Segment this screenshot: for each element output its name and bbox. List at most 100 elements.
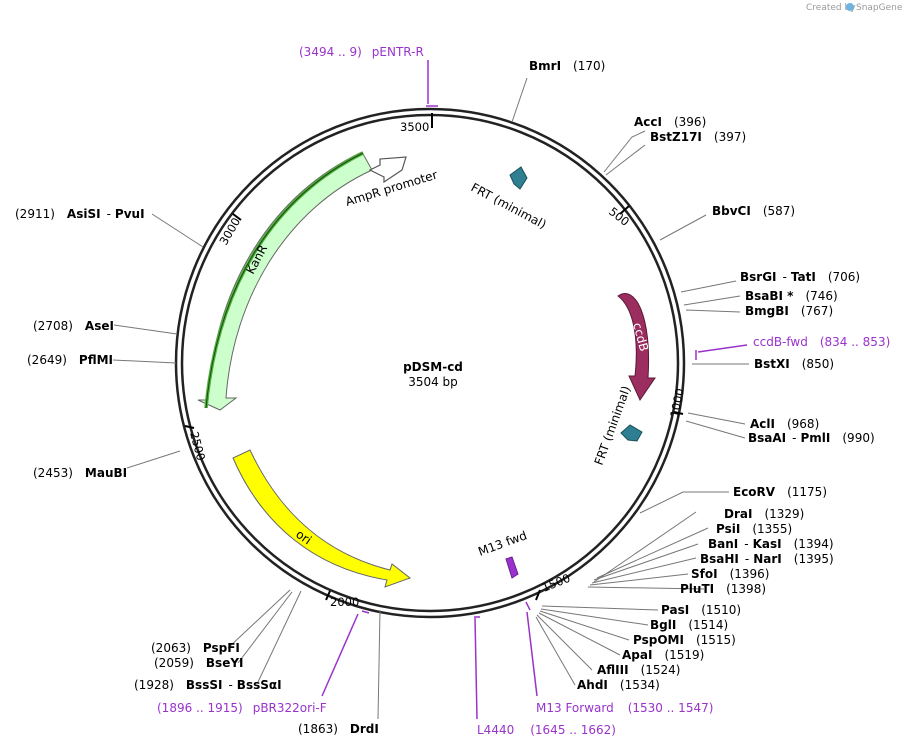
enzyme-name-2: PmlI [800, 431, 830, 445]
enzyme-pspfi: (2063)PspFI [151, 641, 240, 655]
enzyme-pos: (1395) [794, 552, 834, 566]
enzyme-name: ApaI [622, 648, 652, 662]
frt-right-label: FRT (minimal) [592, 384, 634, 467]
tick-label-2000: 2000 [330, 595, 359, 609]
m13-fwd-arrow [505, 556, 519, 579]
enzyme-bani-kasi: BanI-KasI(1394) [708, 537, 834, 551]
enzyme-name: BanI [708, 537, 738, 551]
enzyme-name: PflMI [79, 353, 113, 367]
enzyme-pos: (2708) [33, 319, 73, 333]
tick-2000 [325, 590, 331, 601]
enzyme-name-2: PvuI [115, 207, 145, 221]
enzyme-afliii: AflIII(1524) [597, 663, 680, 677]
plasmid-size: 3504 bp [408, 375, 458, 389]
enzyme-pos: (1394) [794, 537, 834, 551]
enzyme-name: BsaHI [700, 552, 739, 566]
enzyme-pos: (397) [714, 130, 746, 144]
enzyme-name: BstXI [754, 357, 790, 371]
frt-right-arrow [620, 424, 643, 442]
plasmid-name: pDSM-cd [403, 360, 463, 374]
enzyme-pspomi: PspOMI (1515) [633, 633, 736, 647]
enzyme-pos: (2059) [154, 656, 194, 670]
enzyme-name: PluTI [680, 582, 714, 596]
enzyme-pos: (850) [802, 357, 834, 371]
tick-label-3500: 3500 [400, 120, 429, 134]
enzyme-pos: (746) [805, 289, 837, 303]
enzyme-pos: (1175) [787, 485, 827, 499]
tick-500 [619, 205, 630, 215]
enzyme-bbvci: BbvCI(587) [712, 204, 795, 218]
enzyme-pos: (2453) [33, 466, 73, 480]
enzyme-psii: PsiI(1355) [716, 522, 792, 536]
tick-1500 [535, 589, 541, 601]
enzyme-pos: (1396) [730, 567, 770, 581]
primer-name: pBR322ori-F [253, 701, 327, 715]
enzyme-name: AseI [85, 319, 114, 333]
enzyme-bsabi: BsaBI *(746) [745, 289, 838, 303]
enzyme-name: MauBI [85, 466, 127, 480]
enzyme-pflmi: (2649)PflMI [27, 353, 113, 367]
primer-l4440: L4440(1645 .. 1662) [477, 723, 616, 737]
primer-marks [321, 60, 748, 720]
backbone-inner-ring [180, 113, 680, 613]
enzyme-pos: (1398) [726, 582, 766, 596]
enzyme-bseyi: (2059)BseYI [154, 656, 244, 670]
enzyme-pos: (706) [828, 270, 860, 284]
enzyme-name: BglI [650, 618, 676, 632]
enzyme-name: PspOMI [633, 633, 684, 647]
enzyme-name: SfoI [691, 567, 718, 581]
enzyme-name: BmrI [529, 59, 561, 73]
enzyme-pos: (1515) [696, 633, 736, 647]
enzyme-name: BmgBI [745, 304, 789, 318]
enzyme-bstz17i: BstZ17I(397) [650, 130, 746, 144]
enzyme-name-2: BssSαI [237, 678, 282, 692]
enzyme-name: BssSI [186, 678, 223, 692]
enzyme-bgli: BglI (1514) [650, 618, 728, 632]
enzyme-bsahi-nari: BsaHI-NarI(1395) [700, 552, 834, 566]
tick-marks [184, 113, 684, 601]
enzyme-pos: (767) [801, 304, 833, 318]
snapgene-credit: Created by SnapGene [806, 3, 903, 13]
ccdb-arrow [617, 293, 656, 402]
enzyme-pos: (1514) [688, 618, 728, 632]
snapgene-logo-icon [846, 3, 854, 11]
enzyme-bsrgi-tati: BsrGI-TatI(706) [740, 270, 860, 284]
tick-label-1500: 1500 [540, 571, 572, 595]
credit-text: Created by [806, 3, 856, 13]
frt-top-label: FRT (minimal) [469, 180, 549, 231]
enzyme-pos: (1534) [620, 678, 660, 692]
enzyme-acli: AclI(968) [750, 417, 819, 431]
enzyme-name-2: KasI [753, 537, 782, 551]
primer-name: M13 Forward [536, 701, 614, 715]
enzyme-bsaai-pmli: BsaAI-PmlI(990) [748, 431, 875, 445]
enzyme-pos: (990) [842, 431, 874, 445]
enzyme-name: PspFI [203, 641, 240, 655]
enzyme-name: BsrGI [740, 270, 777, 284]
enzyme-pos: (1510) [701, 603, 741, 617]
enzyme-pos: (1329) [764, 507, 804, 521]
enzyme-asisi-pvui: (2911)AsiSI-PvuI [15, 207, 145, 221]
enzyme-name: AflIII [597, 663, 629, 677]
enzyme-bstxi: BstXI (850) [754, 357, 834, 371]
tick-2500 [184, 425, 195, 429]
enzyme-name-2: TatI [791, 270, 816, 284]
enzyme-name: PasI [661, 603, 689, 617]
enzyme-name-2: NarI [753, 552, 782, 566]
enzyme-name: BbvCI [712, 204, 751, 218]
tick-label-1000: 1000 [667, 387, 687, 419]
enzyme-pos: (1863) [298, 722, 338, 736]
enzyme-pos: (968) [787, 417, 819, 431]
primer-name: L4440 [477, 723, 514, 737]
primer-range: (1896 .. 1915) [157, 701, 243, 715]
enzyme-ahdi: AhdI(1534) [577, 678, 660, 692]
enzyme-pasi: PasI (1510) [661, 603, 741, 617]
enzyme-pluti: PluTI (1398) [680, 582, 766, 596]
enzyme-maubi: (2453) MauBI [33, 466, 127, 480]
primer-pbr322ori-f: (1896 .. 1915) pBR322ori-F [157, 701, 327, 715]
primer-m13-forward: M13 Forward(1530 .. 1547) [536, 701, 713, 715]
primer-range: (3494 .. 9) [299, 45, 362, 59]
enzyme-apai: ApaI(1519) [622, 648, 704, 662]
enzyme-asei: (2708) AseI [33, 319, 114, 333]
enzyme-drai: DraI(1329) [724, 507, 804, 521]
